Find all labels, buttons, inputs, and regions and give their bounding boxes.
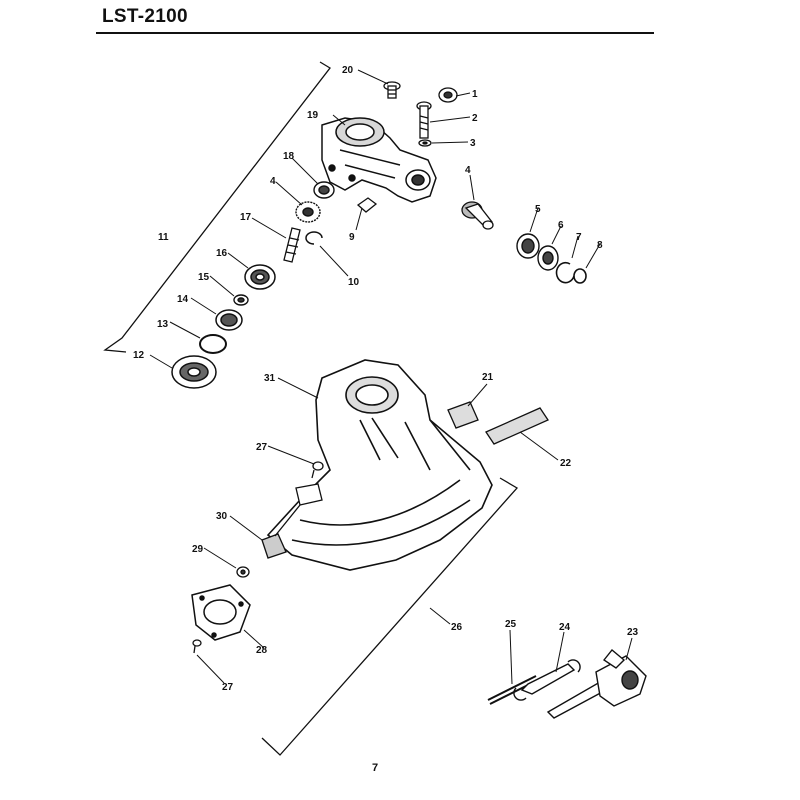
callout-3: 3: [470, 138, 476, 149]
callout-9: 9: [349, 232, 355, 243]
callout-16: 16: [216, 248, 228, 259]
callout-4b: 4: [465, 165, 471, 176]
bearing-16: [244, 264, 276, 290]
callout-1: 1: [472, 89, 478, 100]
washer-3: [418, 139, 432, 147]
callout-27b: 27: [222, 682, 234, 693]
callout-18: 18: [283, 151, 295, 162]
callout-17: 17: [240, 212, 252, 223]
nut-29: [236, 566, 250, 578]
callout-29: 29: [192, 544, 204, 555]
ring-13: [199, 334, 227, 354]
callout-6: 6: [558, 220, 564, 231]
pinion-shaft-4: [461, 201, 494, 230]
callout-12: 12: [133, 350, 145, 361]
group-bracket-11: [103, 61, 331, 353]
callout-26: 26: [451, 622, 463, 633]
page-title: LST-2100: [102, 6, 188, 27]
callout-2: 2: [472, 113, 478, 124]
label-21: [447, 401, 479, 429]
ring-10: [305, 231, 323, 245]
holder-12: [171, 355, 217, 389]
callout-13: 13: [157, 319, 169, 330]
page-number: 7: [372, 762, 379, 774]
callout-23: 23: [627, 627, 639, 638]
cutter-plate-30: [261, 483, 323, 559]
leader-lines: [149, 69, 633, 685]
bearing-18: [313, 181, 335, 199]
bracket-28: [191, 584, 251, 641]
callout-19: 19: [307, 110, 319, 121]
spindle-17: [283, 227, 301, 263]
callout-15: 15: [198, 272, 210, 283]
group-bracket-26: [261, 477, 519, 756]
callout-7: 7: [576, 232, 582, 243]
callout-11: 11: [158, 232, 169, 243]
callout-21: 21: [482, 372, 494, 383]
screw-27a: [311, 461, 324, 479]
gear-4: [295, 201, 321, 223]
callout-31: 31: [264, 373, 276, 384]
label-22: [485, 407, 549, 445]
wrench-24: [513, 659, 581, 701]
callout-5: 5: [535, 204, 541, 215]
guard-31: [266, 359, 493, 571]
callout-30: 30: [216, 511, 228, 522]
callout-22: 22: [560, 458, 572, 469]
callout-24: 24: [559, 622, 571, 633]
collar-15: [233, 294, 249, 306]
screw-27b: [192, 639, 202, 654]
ring-8: [573, 268, 587, 284]
callout-25: 25: [505, 619, 517, 630]
bearing-5: [516, 233, 540, 259]
callout-28: 28: [256, 645, 268, 656]
bolt-20: [383, 81, 401, 99]
bearing-6: [537, 245, 559, 271]
callout-20: 20: [342, 65, 354, 76]
snap-ring-7: [555, 261, 575, 284]
nut-1: [438, 87, 458, 103]
seal-14: [215, 309, 243, 331]
callout-8: 8: [597, 240, 603, 251]
clip-9: [356, 197, 378, 213]
gear-case-housing: [321, 117, 437, 203]
plug-wrench-23: [546, 649, 647, 719]
callout-27a: 27: [256, 442, 268, 453]
callout-4a: 4: [270, 176, 276, 187]
callout-14: 14: [177, 294, 189, 305]
title-divider: [96, 32, 654, 34]
callout-10: 10: [348, 277, 360, 288]
bolt-2: [416, 101, 432, 139]
